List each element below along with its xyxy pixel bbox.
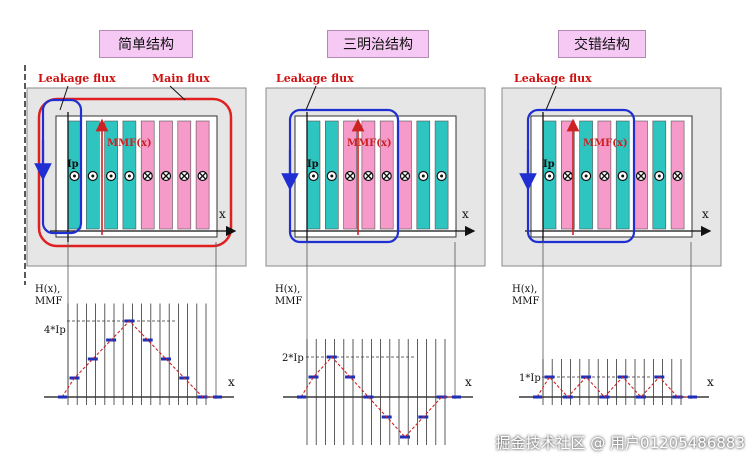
- current-cross-left-5: [144, 172, 152, 180]
- level-label-right: 1*Ip: [519, 373, 541, 384]
- current-dot-left-3: [109, 174, 113, 178]
- current-dot-left-4: [127, 174, 131, 178]
- title-sandwich-structure: 三明治结构: [327, 30, 429, 58]
- ip-label-right: Ip: [543, 159, 555, 170]
- h-axis-label-right-1: H(x),: [512, 284, 537, 295]
- x-label-lower-left: x: [228, 375, 235, 389]
- leakage-pointer-right: [545, 85, 557, 111]
- current-dot-middle-1: [312, 174, 315, 178]
- x-label-lower-right: x: [707, 375, 714, 389]
- h-axis-label-middle-2: MMF: [275, 296, 302, 307]
- current-cross-left-7: [180, 172, 188, 180]
- current-dot-middle-8: [440, 174, 444, 178]
- mmf-curve-right: [536, 376, 697, 398]
- h-axis-label-right-2: MMF: [512, 296, 539, 307]
- current-dot-right-5: [621, 174, 625, 178]
- level-label-left: 4*Ip: [44, 325, 66, 336]
- title-interleaved-structure: 交错结构: [558, 30, 646, 58]
- current-cross-right-8: [674, 172, 682, 180]
- x-label-upper-middle: x: [462, 207, 469, 221]
- mmf-curve-left: [61, 320, 222, 398]
- current-dot-middle-2: [330, 174, 334, 178]
- leakage-flux-label-right: Leakage flux: [514, 72, 592, 85]
- current-dot-left-2: [91, 174, 95, 178]
- current-cross-right-4: [600, 172, 608, 180]
- current-dot-middle-7: [421, 174, 425, 178]
- leakage-pointer-middle: [305, 85, 317, 111]
- current-cross-middle-6: [401, 172, 409, 180]
- current-dot-right-3: [584, 174, 588, 178]
- mmf-label-right: MMF(x): [583, 138, 628, 149]
- current-cross-middle-3: [346, 172, 354, 180]
- mmf-label-middle: MMF(x): [347, 138, 392, 149]
- current-cross-left-6: [162, 172, 170, 180]
- leakage-flux-label-middle: Leakage flux: [276, 72, 354, 85]
- current-cross-right-6: [637, 172, 645, 180]
- level-label-middle: 2*Ip: [282, 353, 304, 364]
- current-cross-left-8: [199, 172, 207, 180]
- h-axis-label-middle-1: H(x),: [275, 284, 300, 295]
- x-label-upper-left: x: [219, 207, 226, 221]
- ip-label-left: Ip: [67, 159, 79, 170]
- main-pointer: [169, 85, 186, 101]
- current-dot-right-1: [548, 174, 551, 178]
- mmf-label-left: MMF(x): [107, 138, 152, 149]
- current-cross-middle-4: [364, 172, 372, 180]
- main-flux-label: Main flux: [152, 72, 210, 85]
- h-axis-label-left-2: MMF: [35, 296, 62, 307]
- leakage-pointer-left: [59, 85, 69, 111]
- current-dot-left-1: [73, 174, 76, 178]
- current-dot-right-7: [657, 174, 661, 178]
- ip-label-middle: Ip: [307, 159, 319, 170]
- h-axis-label-left-1: H(x),: [35, 284, 60, 295]
- x-label-lower-middle: x: [465, 375, 472, 389]
- watermark: 掘金技术社区 @ 用户01205486883: [495, 434, 745, 452]
- mmf-curve-middle: [300, 356, 461, 438]
- leakage-flux-label-left: Leakage flux: [38, 72, 116, 85]
- x-label-upper-right: x: [702, 207, 709, 221]
- title-simple-structure: 简单结构: [99, 30, 193, 58]
- current-cross-right-2: [564, 172, 572, 180]
- current-cross-middle-5: [383, 172, 391, 180]
